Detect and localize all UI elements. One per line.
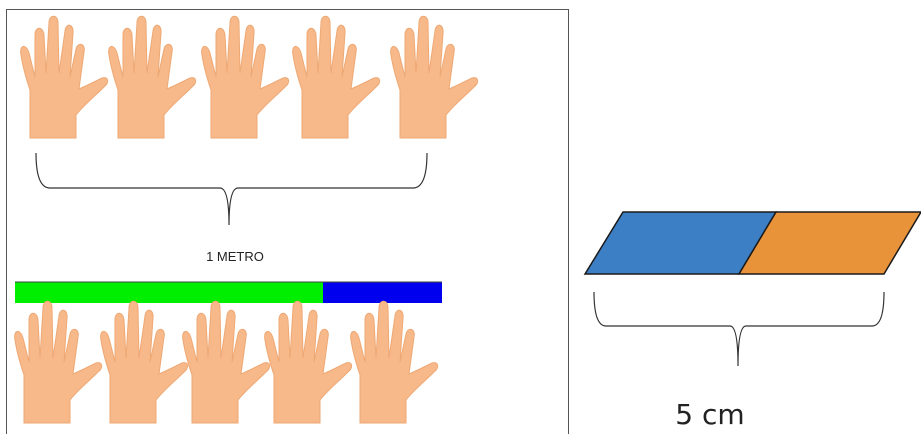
metro-label: 1 METRO bbox=[206, 249, 264, 264]
hand-icon bbox=[201, 15, 290, 139]
measure-bar bbox=[15, 281, 442, 303]
hand-icon bbox=[100, 300, 189, 424]
hand-icon bbox=[264, 300, 353, 424]
cm-label: 5 cm bbox=[675, 398, 745, 431]
parallelogram bbox=[583, 211, 921, 275]
hands-bottom-row bbox=[14, 300, 439, 424]
hand-icon bbox=[390, 15, 479, 139]
hand-icon bbox=[292, 15, 381, 139]
hand-icon bbox=[20, 15, 109, 139]
left-brace bbox=[35, 152, 428, 226]
parallelogram-right-half bbox=[737, 211, 921, 275]
hand-icon bbox=[14, 300, 103, 424]
right-brace bbox=[593, 291, 885, 367]
hands-top-row bbox=[20, 15, 479, 139]
bar-segment-green bbox=[15, 282, 323, 303]
hand-icon bbox=[108, 15, 197, 139]
hand-icon bbox=[350, 300, 439, 424]
hand-icon bbox=[182, 300, 271, 424]
left-panel-frame bbox=[6, 9, 569, 434]
bar-segment-blue bbox=[323, 282, 442, 303]
